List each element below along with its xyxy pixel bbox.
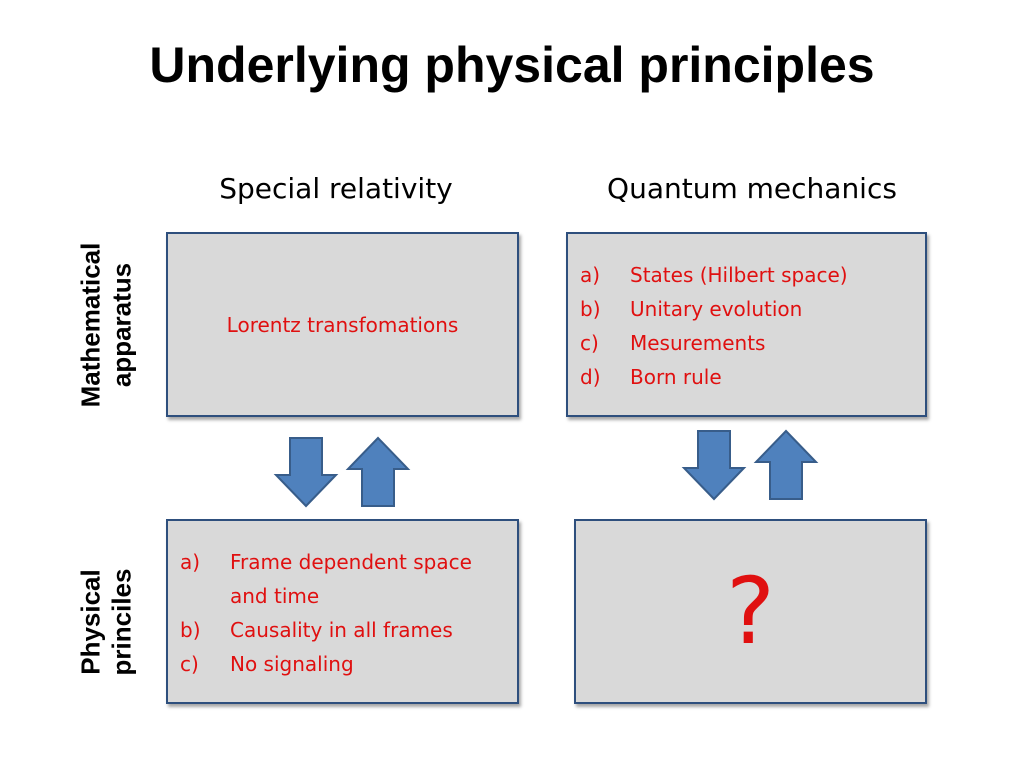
list-item-text: Frame dependent space and time xyxy=(230,550,472,608)
list-item: b) Causality in all frames xyxy=(180,613,509,647)
list-item-marker: c) xyxy=(180,652,199,676)
list-item-text: Born rule xyxy=(630,365,722,389)
list-item-marker: b) xyxy=(180,618,201,642)
lorentz-transformations-text: Lorentz transfomations xyxy=(226,312,459,337)
row-label-line: Physical xyxy=(75,569,106,675)
list-item-marker: a) xyxy=(180,550,201,574)
arrow-up-icon xyxy=(345,436,411,507)
arrow-down-icon xyxy=(681,430,747,501)
row-label-line: princiles xyxy=(106,568,136,676)
sr-phys-list: a) Frame dependent space and time b) Causal… xyxy=(180,545,509,681)
list-item-text: Mesurements xyxy=(630,331,766,355)
arrow-up-icon xyxy=(753,429,819,500)
column-header-special-relativity: Special relativity xyxy=(219,172,453,205)
box-special-relativity-physical: a) Frame dependent space and time b) Causal… xyxy=(166,519,519,704)
list-item-text: Causality in all frames xyxy=(230,618,453,642)
list-item-text: States (Hilbert space) xyxy=(630,263,848,287)
list-item: a) Frame dependent space and time xyxy=(180,545,509,613)
column-header-quantum-mechanics: Quantum mechanics xyxy=(607,172,897,205)
list-item-marker: a) xyxy=(580,263,601,287)
arrow-down-icon xyxy=(273,437,339,508)
list-item: b) Unitary evolution xyxy=(580,292,925,326)
page-title: Underlying physical principles xyxy=(149,37,875,93)
row-label-line: Mathematical xyxy=(75,242,106,408)
list-item-text: No signaling xyxy=(230,652,354,676)
box-quantum-mechanics-physical: ? xyxy=(574,519,927,704)
list-item-marker: d) xyxy=(580,365,601,389)
list-item: c) No signaling xyxy=(180,647,509,681)
box-special-relativity-math: Lorentz transfomations xyxy=(166,232,519,417)
list-item-marker: b) xyxy=(580,297,601,321)
question-mark: ? xyxy=(726,557,775,665)
list-item-text: Unitary evolution xyxy=(630,297,803,321)
row-label-line: apparatus xyxy=(106,262,136,388)
list-item-marker: c) xyxy=(580,331,599,355)
qm-math-list: a) States (Hilbert space) b) Unitary evolut… xyxy=(580,258,925,394)
list-item: d) Born rule xyxy=(580,360,925,394)
list-item: c) Mesurements xyxy=(580,326,925,360)
box-quantum-mechanics-math: a) States (Hilbert space) b) Unitary evolut… xyxy=(566,232,927,417)
list-item: a) States (Hilbert space) xyxy=(580,258,925,292)
